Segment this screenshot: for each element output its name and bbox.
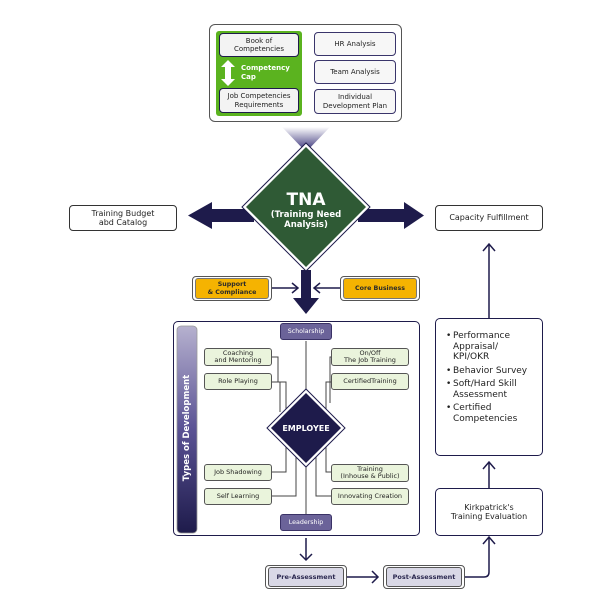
hr-analysis-box: HR Analysis bbox=[314, 32, 396, 56]
core-business-label: Core Business bbox=[355, 284, 405, 292]
tna-text: TNA (Training Need Analysis) bbox=[256, 180, 356, 240]
competency-cap-row: Competency Cap bbox=[219, 60, 299, 86]
tna-diamond bbox=[241, 142, 371, 272]
hr-analysis-label: HR Analysis bbox=[334, 39, 376, 48]
book-of-competencies-label: Book of Competencies bbox=[234, 36, 284, 54]
dev-item-certified-training: CertifiedTraining bbox=[331, 373, 409, 390]
kirkpatrick-box: Kirkpatrick's Training Evaluation bbox=[435, 488, 543, 536]
employee-diamond bbox=[266, 388, 346, 468]
leadership-tag: Leadership bbox=[280, 514, 332, 531]
arrow-up-to-bullets bbox=[482, 460, 496, 488]
support-compliance-label: Support & Compliance bbox=[207, 281, 257, 296]
idp-box: Individual Development Plan bbox=[314, 89, 396, 114]
team-analysis-box: Team Analysis bbox=[314, 60, 396, 84]
dev-item-innovating: Innovating Creation bbox=[331, 488, 409, 505]
evaluation-metrics-box: •Performance Appraisal/ KPI/OKR •Behavio… bbox=[435, 318, 543, 456]
double-arrow-icon bbox=[221, 60, 235, 86]
arrow-pre-to-post bbox=[347, 570, 380, 584]
competency-cap-label: Competency Cap bbox=[241, 64, 290, 81]
dev-item-role-playing: Role Playing bbox=[204, 373, 272, 390]
tna-subtitle: (Training Need Analysis) bbox=[270, 209, 342, 230]
evaluation-bullet-list: •Performance Appraisal/ KPI/OKR •Behavio… bbox=[446, 331, 534, 424]
job-competencies-label: Job Competencies Requirements bbox=[227, 92, 291, 109]
dev-item-job-shadowing: Job Shadowing bbox=[204, 464, 272, 481]
employee-label: EMPLOYEE bbox=[282, 423, 330, 433]
dev-item-coaching: Coaching and Mentoring bbox=[204, 348, 272, 366]
kirkpatrick-label: Kirkpatrick's Training Evaluation bbox=[450, 502, 528, 522]
support-compliance-box: Support & Compliance bbox=[195, 278, 269, 299]
team-analysis-label: Team Analysis bbox=[330, 67, 380, 76]
types-sidebar bbox=[176, 325, 198, 534]
capacity-fulfillment-box: Capacity Fulfillment bbox=[435, 205, 543, 231]
bullet-certified: •Certified Competencies bbox=[446, 403, 518, 424]
bullet-behavior: •Behavior Survey bbox=[446, 365, 528, 376]
tna-title: TNA bbox=[286, 189, 326, 210]
post-assessment-box: Post-Assessment bbox=[386, 567, 462, 587]
bullet-performance: •Performance Appraisal/ KPI/OKR bbox=[446, 331, 511, 362]
core-business-box: Core Business bbox=[343, 278, 417, 299]
training-budget-label: Training Budget abd Catalog bbox=[91, 208, 155, 228]
arrow-left-big bbox=[188, 202, 254, 229]
pre-assessment-box: Pre-Assessment bbox=[268, 567, 344, 587]
job-competencies-box: Job Competencies Requirements bbox=[219, 88, 299, 113]
arrow-right-big bbox=[358, 202, 424, 229]
dev-item-self-learning: Self Learning bbox=[204, 488, 272, 505]
development-panel bbox=[173, 321, 420, 536]
idp-label: Individual Development Plan bbox=[322, 93, 388, 110]
arrow-down-big bbox=[293, 270, 319, 314]
types-of-development-label: Types of Development bbox=[182, 374, 192, 482]
training-budget-box: Training Budget abd Catalog bbox=[69, 205, 177, 231]
dev-item-on-off-job: On/Off The Job Training bbox=[331, 348, 409, 366]
arrow-up-to-capacity bbox=[482, 242, 496, 318]
arrow-support-to-center bbox=[272, 282, 300, 294]
dev-item-training-inhouse: Training (Inhouse & Public) bbox=[331, 464, 409, 482]
book-of-competencies-box: Book of Competencies bbox=[219, 33, 299, 57]
arrow-down-to-pre bbox=[299, 538, 313, 562]
arrow-core-to-center bbox=[312, 282, 340, 294]
bullet-skill-assessment: •Soft/Hard Skill Assessment bbox=[446, 379, 517, 400]
capacity-fulfillment-label: Capacity Fulfillment bbox=[449, 213, 529, 223]
funnel-triangle bbox=[282, 127, 330, 152]
arrow-post-to-kirkpatrick bbox=[465, 535, 496, 578]
scholarship-tag: Scholarship bbox=[280, 323, 332, 340]
